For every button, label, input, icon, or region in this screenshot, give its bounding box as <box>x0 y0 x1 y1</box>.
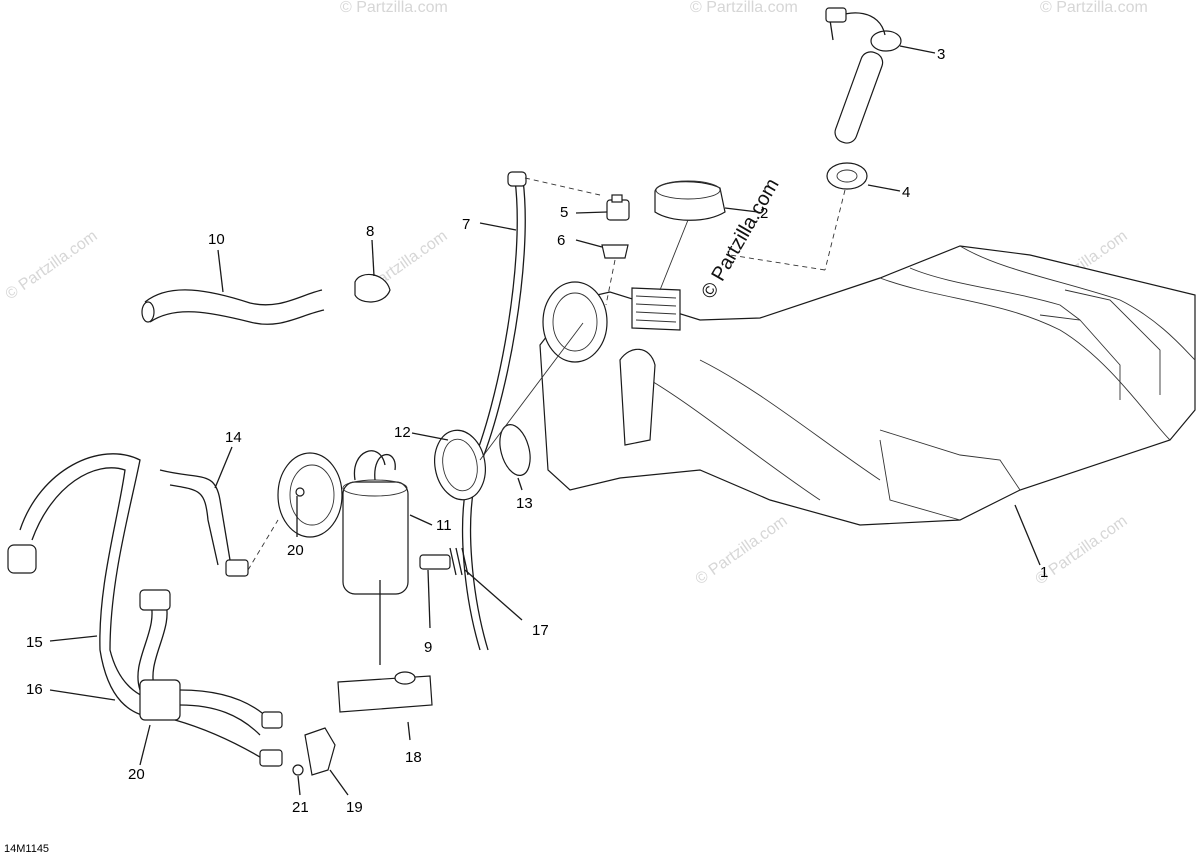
watermark-text: © Partzilla.com <box>1040 0 1148 16</box>
fuel-filter-sock <box>337 671 433 713</box>
pump-flange <box>277 452 343 538</box>
fuel-hose-10 <box>141 289 325 325</box>
callout-3: 3 <box>937 46 945 63</box>
callout-7: 7 <box>462 216 470 233</box>
leader-1 <box>1014 504 1041 566</box>
leader-19 <box>329 769 349 796</box>
callout-14: 14 <box>225 429 242 446</box>
leader-21 <box>297 775 301 796</box>
callout-16: 16 <box>26 681 43 698</box>
leader-8 <box>371 239 375 277</box>
callout-4: 4 <box>902 184 910 201</box>
callout-20-lower: 20 <box>128 766 145 783</box>
fuel-tank <box>539 245 1196 526</box>
diagram-code: 14M1145 <box>4 843 49 855</box>
hose-clamp <box>354 273 391 303</box>
callout-5: 5 <box>560 204 568 221</box>
fuel-pump <box>342 450 409 595</box>
leader-4 <box>867 184 901 192</box>
callout-20-upper: 20 <box>287 542 304 559</box>
leader-2 <box>724 207 759 213</box>
leader-16 <box>49 689 116 701</box>
watermark-text: © Partzilla.com <box>693 513 791 589</box>
sensor-grommet <box>826 162 868 190</box>
leader-17 <box>464 569 523 621</box>
callout-21: 21 <box>292 799 309 816</box>
leader-9 <box>427 569 431 629</box>
callout-10: 10 <box>208 231 225 248</box>
pressure-regulator <box>419 547 469 576</box>
callout-11: 11 <box>436 517 452 534</box>
callout-2: 2 <box>760 205 768 222</box>
callout-12: 12 <box>394 424 411 441</box>
callout-1: 1 <box>1040 564 1048 581</box>
leader-13 <box>517 477 523 491</box>
callout-9: 9 <box>424 639 432 656</box>
mounting-bracket <box>304 727 336 776</box>
fuel-level-sensor <box>825 7 902 144</box>
watermark-text: © Partzilla.com <box>3 228 101 304</box>
callout-15: 15 <box>26 634 43 651</box>
callout-13: 13 <box>516 495 533 512</box>
leader-18 <box>407 721 411 741</box>
screw <box>292 764 304 776</box>
callout-8: 8 <box>366 223 374 240</box>
leader-5 <box>575 211 608 214</box>
leader-14 <box>214 446 233 489</box>
leader-3 <box>899 45 936 54</box>
leader-6 <box>575 239 603 248</box>
leader-11 <box>409 514 433 526</box>
vent-valve <box>606 194 630 221</box>
leader-10 <box>217 249 224 293</box>
o-ring <box>499 424 531 476</box>
callout-6: 6 <box>557 232 565 249</box>
leader-7 <box>479 222 517 231</box>
hose-connector-block <box>139 679 283 767</box>
leader-12 <box>411 432 449 441</box>
fuel-cap <box>654 180 726 221</box>
valve-grommet <box>601 244 629 259</box>
watermark-text: © Partzilla.com <box>690 0 798 16</box>
fuel-hose-14 <box>159 469 249 577</box>
leader-15 <box>49 635 98 642</box>
callout-19: 19 <box>346 799 363 816</box>
watermark-text: © Partzilla.com <box>340 0 448 16</box>
leader-20b <box>139 724 151 766</box>
callout-18: 18 <box>405 749 422 766</box>
callout-17: 17 <box>532 622 549 639</box>
fuel-hose-assembly <box>7 453 171 719</box>
lock-ring <box>434 429 486 501</box>
